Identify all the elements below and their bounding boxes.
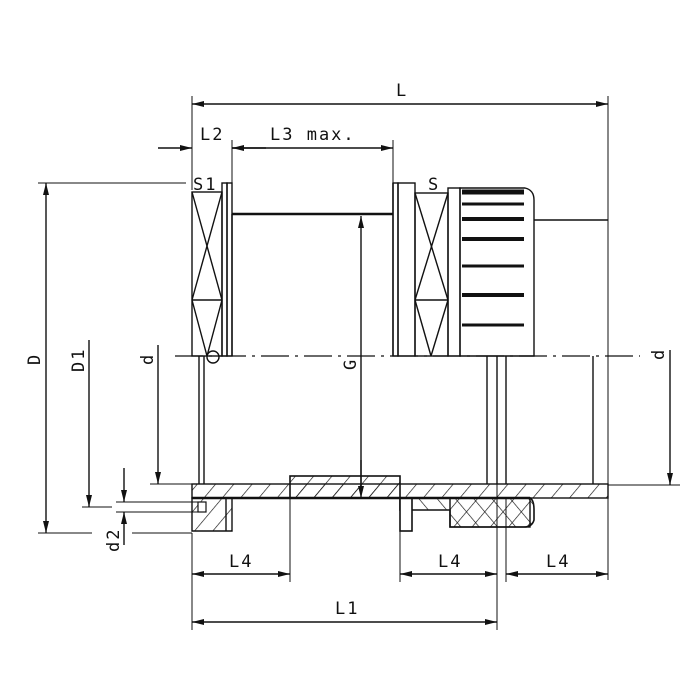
label-G: G bbox=[341, 358, 361, 370]
label-L3-max: L3 max. bbox=[270, 125, 356, 145]
union-nut bbox=[459, 187, 608, 357]
dimension-G: G bbox=[341, 216, 364, 498]
right-flange: S bbox=[392, 175, 461, 357]
label-L2: L2 bbox=[200, 125, 224, 145]
dimension-d2: d2 bbox=[104, 468, 198, 552]
label-L1: L1 bbox=[335, 599, 359, 619]
section-hatched bbox=[191, 475, 609, 532]
label-D1: D1 bbox=[69, 348, 89, 372]
label-d-left: d bbox=[138, 353, 158, 365]
dimension-d-right: d bbox=[608, 348, 680, 486]
label-L: L bbox=[396, 81, 408, 101]
left-flange: S1 bbox=[191, 175, 233, 364]
dimension-L4-left: L4 bbox=[191, 498, 291, 630]
label-d-right: d bbox=[649, 348, 669, 360]
dimension-L: L bbox=[191, 81, 609, 580]
label-L4-middle: L4 bbox=[438, 552, 462, 572]
dimension-L1: L1 bbox=[192, 599, 497, 625]
label-D: D bbox=[25, 353, 45, 365]
label-L4-right: L4 bbox=[546, 552, 570, 572]
label-S1: S1 bbox=[193, 175, 217, 195]
label-S: S bbox=[428, 175, 440, 195]
label-L4-left: L4 bbox=[229, 552, 253, 572]
label-d2: d2 bbox=[104, 528, 124, 552]
dimension-L3: L3 max. bbox=[232, 125, 394, 184]
dimension-D: D bbox=[25, 182, 186, 534]
dimension-D1: D1 bbox=[69, 340, 112, 508]
dimension-d-left: d bbox=[138, 345, 192, 485]
dimension-L4-right: L4 bbox=[505, 498, 608, 582]
dimension-L4-middle: L4 bbox=[399, 484, 498, 630]
